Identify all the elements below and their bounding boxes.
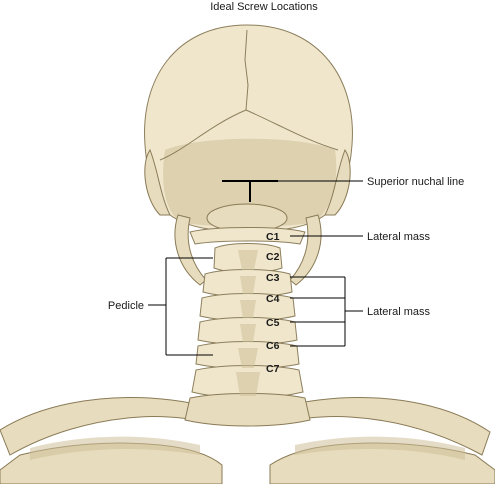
vertebra-label-c6: C6 [266,340,280,352]
vertebra-label-c2: C2 [266,251,280,263]
vertebra-label-c7: C7 [266,363,280,375]
label-superior-nuchal-line: Superior nuchal line [367,176,464,188]
shoulder-girdle [0,397,495,484]
pedicle-bracket [148,257,213,356]
label-lateral-mass-c1: Lateral mass [367,231,430,243]
vertebra-label-c4: C4 [266,293,280,305]
vertebra-label-c3: C3 [266,272,280,284]
label-lateral-mass-subaxial: Lateral mass [367,306,430,318]
diagram-title: Ideal Screw Locations [210,1,318,13]
mandible [174,214,322,286]
skull [144,24,353,233]
lateral-mass-bracket [290,276,363,347]
vertebra-label-c1: C1 [266,231,280,243]
label-pedicle: Pedicle [108,300,144,312]
vertebra-label-c5: C5 [266,317,280,329]
nuchal-line-marker [222,180,363,202]
cervical-spine [184,227,311,427]
